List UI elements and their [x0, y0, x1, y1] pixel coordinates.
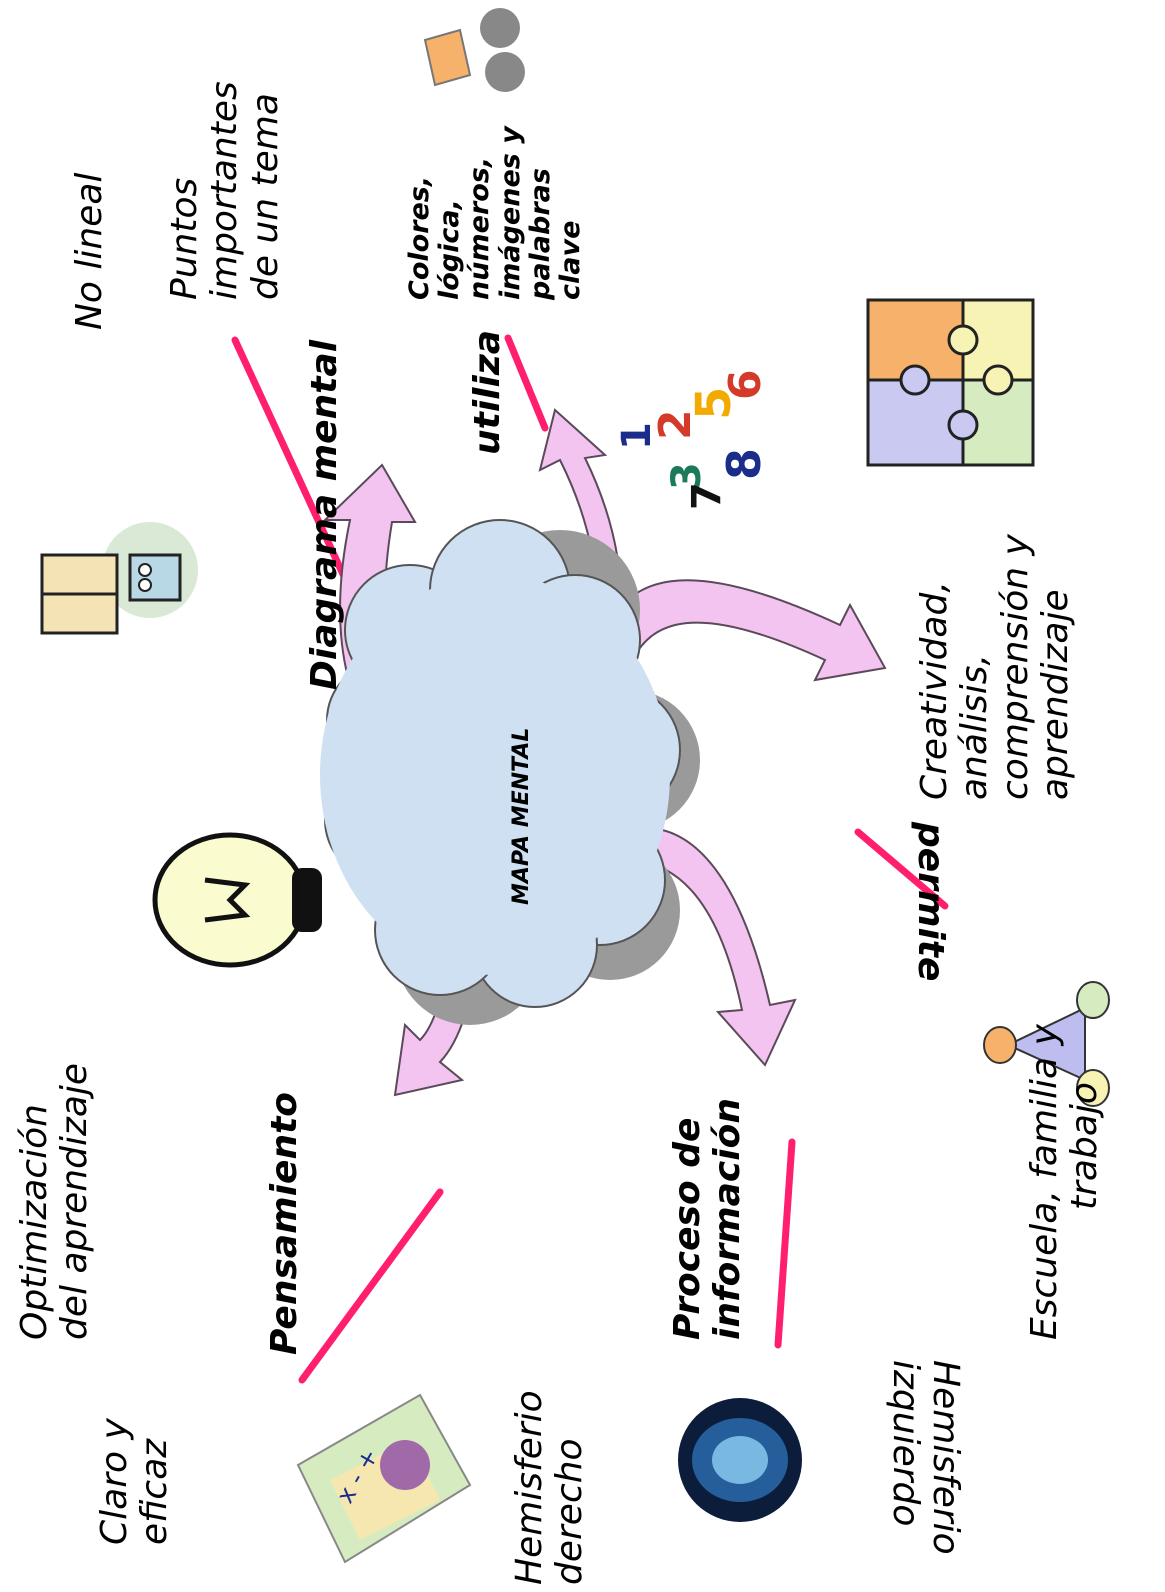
- branch-label-diagrama: Diagrama mental: [304, 339, 345, 690]
- branch-label-proceso: Proceso de información: [667, 1098, 749, 1340]
- underline-utiliza: [504, 334, 549, 432]
- note-puntos-3: de un tema: [244, 93, 286, 300]
- note-puntos-2: importantes: [204, 81, 246, 300]
- underline-proceso: [774, 1138, 796, 1349]
- svg-text:6: 6: [720, 369, 771, 400]
- book-reader-icon: [40, 522, 198, 635]
- center-title: MAPA MENTAL: [509, 727, 534, 905]
- math-worksheet-icon: x - +: [296, 1393, 472, 1564]
- note-puntos-1: Puntos: [164, 177, 205, 300]
- arrow-to-proceso: [624, 826, 797, 1067]
- svg-text:7: 7: [684, 482, 730, 510]
- underline-permite: [854, 828, 949, 910]
- note-optimizacion-2: del aprendizaje: [54, 1062, 96, 1340]
- note-optimizacion: Optimización del aprendizaje: [14, 1062, 96, 1340]
- family-triangle-icon: [983, 981, 1110, 1107]
- note-hemisferio-izquierdo-2: izquierdo: [884, 1360, 926, 1527]
- music-note-icon: [423, 8, 525, 92]
- proceso-line2: información: [707, 1098, 749, 1340]
- puzzle-icon: [866, 298, 1035, 467]
- branch-label-permite: permite: [910, 822, 951, 982]
- note-escuela: Escuela, familia y trabajo: [1024, 1024, 1106, 1340]
- note-colores-3: números,: [464, 156, 496, 300]
- note-colores-1: Colores,: [404, 175, 435, 300]
- note-colores-6: clave: [555, 220, 587, 300]
- note-creatividad-3: comprensión y: [994, 534, 1036, 800]
- note-escuela-1: Escuela, familia y: [1024, 1024, 1065, 1340]
- branch-label-pensamiento: Pensamiento: [264, 1091, 305, 1355]
- note-puntos: Puntos importantes de un tema: [164, 81, 286, 300]
- note-creatividad-4: aprendizaje: [1034, 589, 1076, 800]
- underline-pensamiento: [298, 1188, 444, 1384]
- svg-text:8: 8: [717, 448, 771, 480]
- note-colores-4: imágenes y: [494, 126, 526, 300]
- svg-text:1: 1: [614, 422, 660, 450]
- note-hemisferio-derecho-1: Hemisferio: [509, 1390, 550, 1585]
- note-creatividad: Creatividad, análisis, comprensión y apr…: [914, 534, 1076, 800]
- numbers-icon: 1 2 5 6 3 8 7: [614, 369, 771, 510]
- note-colores-5: palabras: [524, 168, 556, 300]
- light-bulb-icon: [152, 832, 322, 968]
- note-creatividad-2: análisis,: [954, 654, 996, 800]
- note-hemisferio-derecho: Hemisferio derecho: [509, 1390, 591, 1585]
- note-claro: Claro y eficaz: [94, 1418, 176, 1545]
- note-colores-2: lógica,: [434, 199, 466, 300]
- note-claro-2: eficaz: [134, 1438, 176, 1545]
- note-no-lineal: No lineal: [69, 172, 110, 330]
- proceso-line1: Proceso de: [667, 1117, 708, 1340]
- note-claro-1: Claro y: [94, 1418, 135, 1545]
- svg-text:3: 3: [664, 462, 710, 490]
- arrow-to-permite: [598, 579, 887, 682]
- note-hemisferio-izquierdo: Hemisferio izquierdo: [884, 1360, 966, 1555]
- branch-label-utiliza: utiliza: [467, 329, 508, 455]
- svg-text:5: 5: [686, 387, 742, 420]
- note-optimizacion-1: Optimización: [14, 1104, 55, 1340]
- note-colores: Colores, lógica, números, imágenes y pal…: [404, 126, 587, 300]
- note-hemisferio-izquierdo-1: Hemisferio: [925, 1360, 966, 1555]
- note-escuela-2: trabajo: [1064, 1082, 1106, 1210]
- brain-icon: [678, 1398, 802, 1522]
- note-creatividad-1: Creatividad,: [914, 581, 955, 800]
- svg-text:2: 2: [650, 409, 701, 440]
- note-hemisferio-derecho-2: derecho: [549, 1438, 591, 1585]
